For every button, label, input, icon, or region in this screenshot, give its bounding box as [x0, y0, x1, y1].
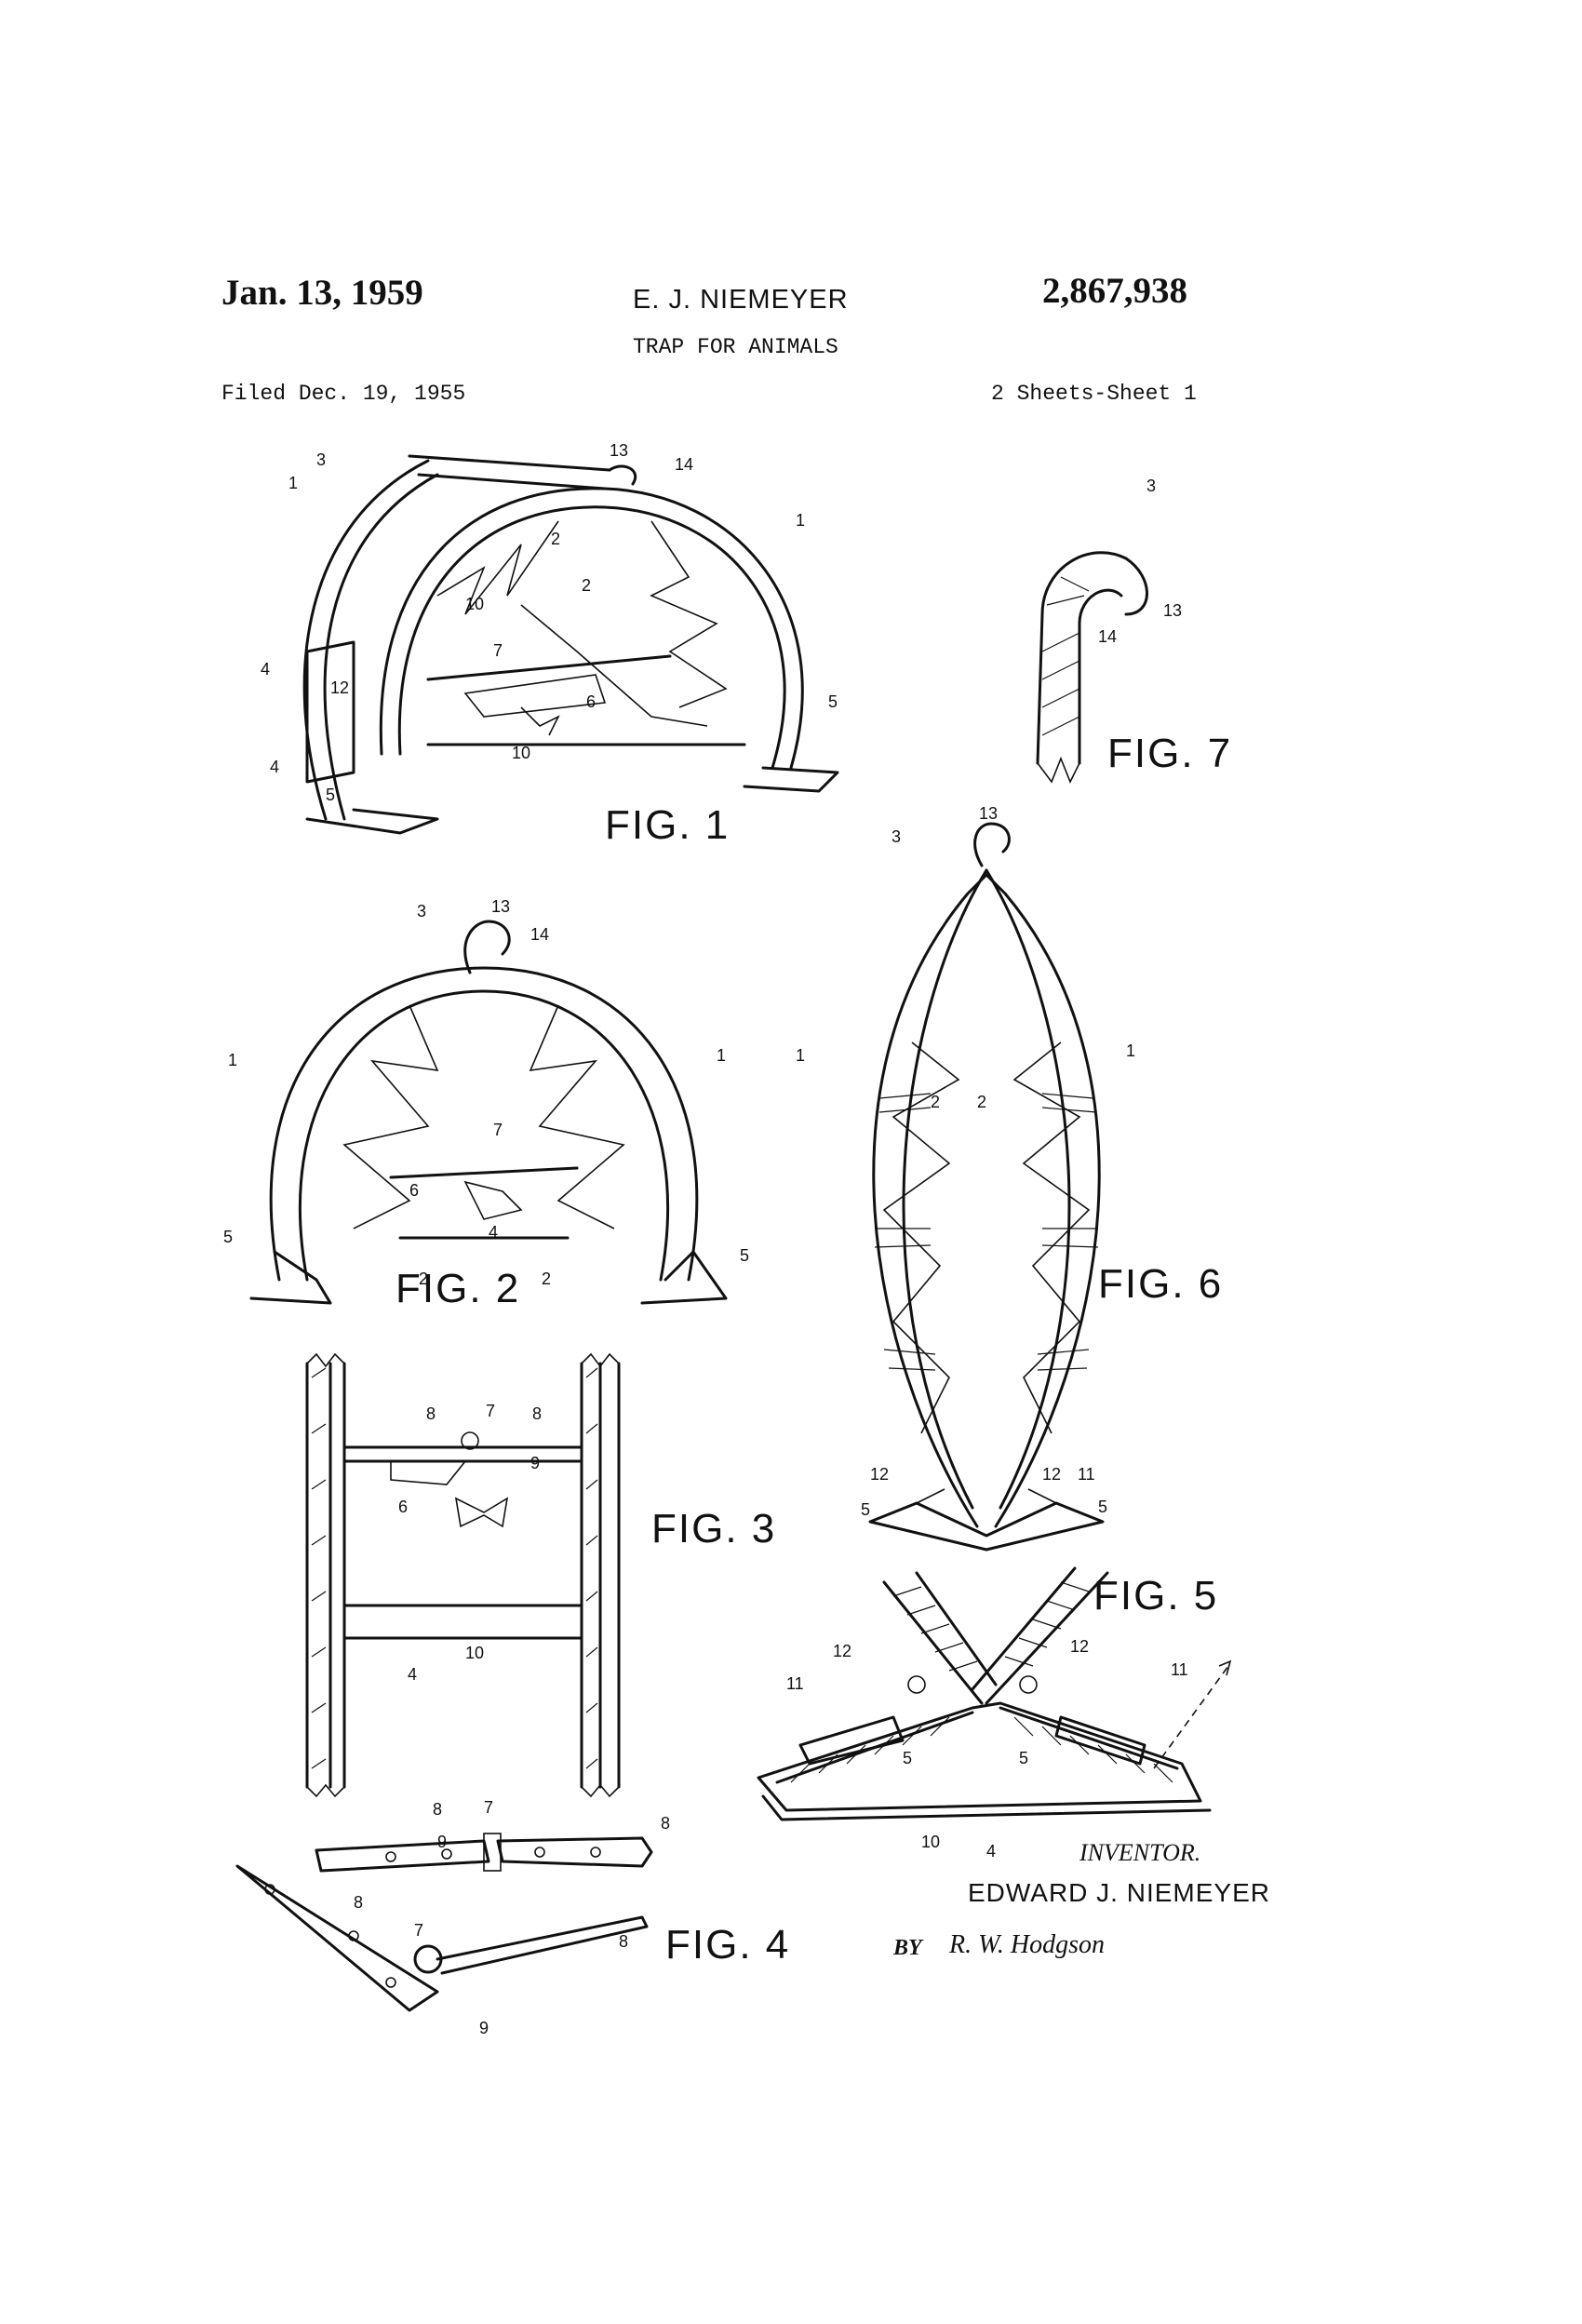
svg-text:11: 11 [786, 1674, 804, 1693]
svg-text:2: 2 [931, 1093, 940, 1111]
svg-text:1: 1 [228, 1051, 237, 1069]
svg-text:5: 5 [903, 1749, 912, 1767]
svg-text:5: 5 [1019, 1749, 1028, 1767]
svg-text:5: 5 [828, 692, 838, 711]
fig6-drawing: 3 13 1 1 2 2 12 12 11 5 5 [796, 804, 1135, 1552]
svg-text:5: 5 [1098, 1498, 1107, 1516]
svg-text:1: 1 [796, 511, 805, 530]
patent-date: Jan. 13, 1959 [221, 273, 423, 313]
fig5-drawing: 12 11 12 11 5 5 10 4 [757, 1566, 1232, 1861]
inventor-label: INVENTOR. [1079, 1839, 1201, 1866]
fig7-label: FIG. 7 [1107, 731, 1233, 776]
svg-text:14: 14 [530, 925, 549, 944]
svg-text:10: 10 [512, 744, 530, 762]
inventor-name: EDWARD J. NIEMEYER [968, 1878, 1270, 1907]
svg-text:6: 6 [409, 1181, 419, 1200]
svg-text:3: 3 [1146, 477, 1156, 495]
svg-text:13: 13 [491, 897, 510, 916]
svg-text:8: 8 [426, 1404, 436, 1423]
fig1-label: FIG. 1 [605, 802, 731, 848]
by-label: BY [893, 1936, 922, 1960]
fig4-drawing: 8 7 9 8 8 7 8 9 [235, 1798, 670, 2037]
svg-text:7: 7 [493, 1121, 503, 1139]
sheet-count: 2 Sheets-Sheet 1 [991, 382, 1197, 406]
svg-text:11: 11 [1171, 1660, 1188, 1679]
svg-text:6: 6 [586, 692, 596, 711]
filed-date: Filed Dec. 19, 1955 [221, 382, 466, 406]
svg-text:13: 13 [610, 441, 628, 460]
svg-text:13: 13 [1163, 601, 1182, 620]
svg-text:9: 9 [479, 2019, 489, 2037]
svg-text:2: 2 [419, 1269, 428, 1288]
svg-text:3: 3 [417, 902, 426, 920]
svg-text:9: 9 [437, 1833, 447, 1851]
svg-text:14: 14 [675, 455, 693, 474]
fig1-drawing: 3 1 13 14 2 2 1 10 7 6 4 12 4 5 5 10 [261, 441, 839, 835]
svg-text:2: 2 [977, 1093, 986, 1111]
svg-text:3: 3 [316, 450, 326, 469]
svg-text:10: 10 [465, 1644, 484, 1662]
svg-text:4: 4 [408, 1665, 417, 1684]
svg-text:5: 5 [223, 1228, 233, 1246]
inventor-short-name: E. J. NIEMEYER [633, 285, 849, 315]
fig7-drawing: 3 13 14 [1036, 477, 1182, 784]
svg-text:7: 7 [414, 1921, 423, 1940]
svg-text:1: 1 [1126, 1041, 1135, 1060]
svg-text:8: 8 [619, 1932, 628, 1951]
svg-text:13: 13 [979, 804, 998, 823]
svg-text:4: 4 [261, 660, 270, 678]
svg-text:8: 8 [433, 1800, 442, 1819]
svg-text:6: 6 [398, 1498, 408, 1516]
svg-text:8: 8 [661, 1814, 670, 1833]
svg-text:2: 2 [582, 576, 591, 595]
attorney-signature: R. W. Hodgson [949, 1930, 1105, 1959]
svg-text:12: 12 [1070, 1637, 1089, 1656]
fig3-label: FIG. 3 [651, 1506, 777, 1552]
svg-text:12: 12 [1042, 1465, 1061, 1484]
svg-text:12: 12 [870, 1465, 889, 1484]
fig6-label: FIG. 6 [1098, 1261, 1224, 1307]
svg-text:5: 5 [740, 1246, 749, 1265]
fig4-label: FIG. 4 [665, 1922, 791, 1968]
svg-text:10: 10 [921, 1833, 940, 1851]
svg-text:12: 12 [833, 1642, 851, 1660]
svg-text:1: 1 [288, 474, 298, 492]
svg-text:7: 7 [484, 1798, 493, 1817]
fig5-label: FIG. 5 [1093, 1573, 1219, 1619]
svg-text:5: 5 [326, 786, 335, 804]
svg-text:1: 1 [717, 1046, 726, 1065]
svg-text:4: 4 [270, 758, 279, 776]
fig2-label: FIG. 2 [396, 1266, 521, 1311]
patent-title: TRAP FOR ANIMALS [633, 335, 838, 359]
svg-text:11: 11 [1078, 1465, 1095, 1484]
svg-text:4: 4 [489, 1223, 498, 1242]
svg-text:3: 3 [892, 827, 901, 846]
svg-text:2: 2 [542, 1269, 551, 1288]
fig3-drawing: 8 7 8 9 6 10 4 [305, 1352, 621, 1798]
svg-text:9: 9 [530, 1454, 540, 1472]
svg-text:12: 12 [330, 678, 349, 697]
svg-text:8: 8 [532, 1404, 542, 1423]
fig2-drawing: 3 13 14 1 1 7 6 4 5 5 2 2 [223, 897, 749, 1305]
svg-text:7: 7 [486, 1402, 495, 1420]
svg-text:5: 5 [861, 1500, 870, 1519]
svg-text:7: 7 [493, 641, 503, 660]
svg-text:10: 10 [465, 595, 484, 613]
patent-number: 2,867,938 [1042, 271, 1187, 311]
svg-text:1: 1 [796, 1046, 805, 1065]
svg-text:14: 14 [1098, 627, 1117, 646]
svg-text:2: 2 [551, 530, 560, 548]
svg-text:8: 8 [354, 1893, 363, 1912]
svg-text:4: 4 [986, 1842, 996, 1861]
